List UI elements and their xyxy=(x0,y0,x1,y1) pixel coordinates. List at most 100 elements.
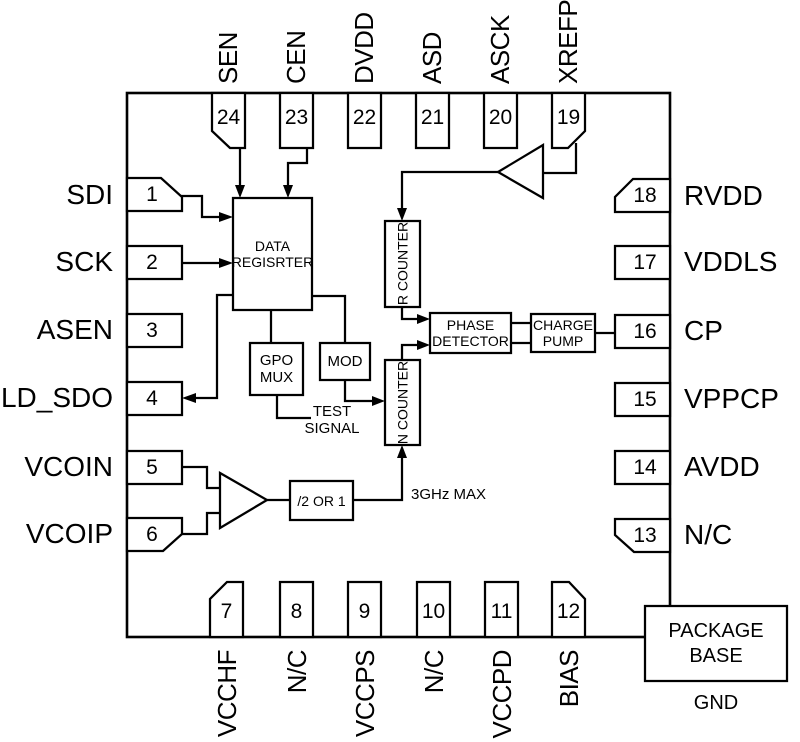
arrowhead xyxy=(219,212,233,222)
pin-pad-19 xyxy=(550,91,587,150)
divider-label: /2 OR 1 xyxy=(290,481,353,520)
pin-pad-13 xyxy=(613,517,672,554)
pin-number-15: 15 xyxy=(633,387,657,411)
pin-label-vppcp: VPPCP xyxy=(684,383,779,414)
wire-n-counter-to-phase-detector xyxy=(400,343,417,360)
pin-number-8: 8 xyxy=(290,600,303,623)
pin-number-14: 14 xyxy=(633,455,657,479)
wire-mod-to-n-counter xyxy=(343,380,372,403)
pin-label-sen: SEN xyxy=(213,32,243,84)
pin-pad-12 xyxy=(550,580,587,639)
pin-label-asen: ASEN xyxy=(36,314,113,345)
pin-label-vcoip: VCOIP xyxy=(25,518,113,549)
pin-pad-4 xyxy=(125,380,184,417)
pin-number-12: 12 xyxy=(556,600,581,623)
pin-label-vddls: VDDLS xyxy=(684,246,778,277)
pin-label-nc-8: N/C xyxy=(282,650,312,694)
pin-pad-23 xyxy=(278,91,315,150)
arrowhead xyxy=(417,340,430,350)
pin-label-bias: BIAS xyxy=(554,650,584,708)
pin-pad-18 xyxy=(613,177,672,214)
pin-number-24: 24 xyxy=(216,106,241,129)
gpo-mux-line2: MUX xyxy=(259,369,294,386)
pin-pad-3 xyxy=(125,312,184,349)
pin-number-5: 5 xyxy=(146,455,158,479)
pin-pad-22 xyxy=(346,91,383,150)
pin-label-vcchf: VCCHF xyxy=(212,650,242,738)
pin-label-nc-10: N/C xyxy=(419,650,449,694)
r-counter-label: R COUNTER xyxy=(394,221,411,306)
pin-label-cp: CP xyxy=(684,315,723,346)
gpo-mux-line1: GPO xyxy=(259,352,294,369)
data-register-block xyxy=(231,196,314,312)
freq-max-label: 3GHz MAX xyxy=(411,486,487,503)
wire-register-to-mod xyxy=(312,294,347,343)
wire-gpo-mux-to-test-signal xyxy=(275,395,311,420)
pin-pad-20 xyxy=(482,91,519,150)
phase-detector-block xyxy=(428,311,513,355)
mod-block xyxy=(318,341,372,382)
phase-detector-line1: PHASE xyxy=(446,317,495,333)
pin-pad-11 xyxy=(483,580,520,639)
data-register-line1: DATA xyxy=(254,238,291,254)
phase-detector-line2: DETECTOR xyxy=(432,333,509,349)
wire-divider-to-n-counter xyxy=(353,458,404,502)
pin-label-ld-sdo: LD_SDO xyxy=(0,382,113,413)
charge-pump-label: CHARGE PUMP xyxy=(531,314,595,352)
pin-number-7: 7 xyxy=(220,600,233,623)
arrowhead xyxy=(417,314,430,324)
package-base-pad xyxy=(643,604,789,683)
arrowhead xyxy=(235,185,245,198)
arrowhead xyxy=(397,445,407,458)
pin-label-vccpd: VCCPD xyxy=(487,650,517,739)
pin-pad-15 xyxy=(613,381,672,418)
chip-outline xyxy=(125,91,672,639)
pin-label-avdd: AVDD xyxy=(684,451,760,482)
gpo-mux-label: GPO MUX xyxy=(250,343,303,395)
gnd-label: GND xyxy=(693,692,739,714)
data-register-line2: REGISRTER xyxy=(231,254,314,270)
arrowhead xyxy=(182,393,196,403)
pin-number-19: 19 xyxy=(556,106,581,129)
pin-pad-10 xyxy=(415,580,452,639)
wire-pin6-to-vco-buffer xyxy=(182,511,220,536)
pin-pad-21 xyxy=(414,91,451,150)
pin-pad-1 xyxy=(125,176,184,213)
pin-number-11: 11 xyxy=(490,600,513,623)
pin-number-1: 1 xyxy=(146,182,158,206)
pin-number-9: 9 xyxy=(358,600,371,623)
gpo-mux-block xyxy=(248,341,305,397)
test-signal-line1: TEST xyxy=(312,403,352,420)
pin-number-2: 2 xyxy=(146,250,158,274)
pin-number-18: 18 xyxy=(633,183,657,207)
pin-label-vcoin: VCOIN xyxy=(24,451,113,482)
package-base-line1: PACKAGE xyxy=(668,619,764,642)
arrowhead xyxy=(372,396,385,406)
pin-pad-24 xyxy=(210,91,247,150)
pin-pad-14 xyxy=(613,449,672,486)
pin-pad-8 xyxy=(278,580,315,639)
pin-number-3: 3 xyxy=(146,318,158,342)
test-signal-label: TEST SIGNAL xyxy=(303,403,361,437)
pin-label-xrefp: XREFP xyxy=(553,0,583,84)
wire-r-counter-to-phase-detector xyxy=(400,307,417,321)
pin-label-sck: SCK xyxy=(55,246,113,277)
pin-label-asck: ASCK xyxy=(485,15,515,84)
pin-pad-17 xyxy=(613,244,672,281)
pin-number-10: 10 xyxy=(421,600,446,623)
pin-label-asd: ASD xyxy=(417,32,447,84)
pin-pad-7 xyxy=(208,580,245,639)
pin-label-vccps: VCCPS xyxy=(350,650,380,738)
pin-label-dvdd: DVDD xyxy=(349,12,379,84)
charge-pump-line1: CHARGE xyxy=(533,317,593,333)
pin-number-22: 22 xyxy=(352,106,377,129)
phase-detector-label: PHASE DETECTOR xyxy=(430,313,511,353)
pin-pad-5 xyxy=(125,449,184,486)
pin-label-sdi: SDI xyxy=(66,179,113,210)
reference-buffer-triangle xyxy=(495,143,545,200)
package-base-label: PACKAGE BASE xyxy=(645,606,787,681)
wire-pin23-to-register xyxy=(286,148,309,185)
divider-block xyxy=(288,479,355,522)
pin-label-cen: CEN xyxy=(281,30,311,84)
